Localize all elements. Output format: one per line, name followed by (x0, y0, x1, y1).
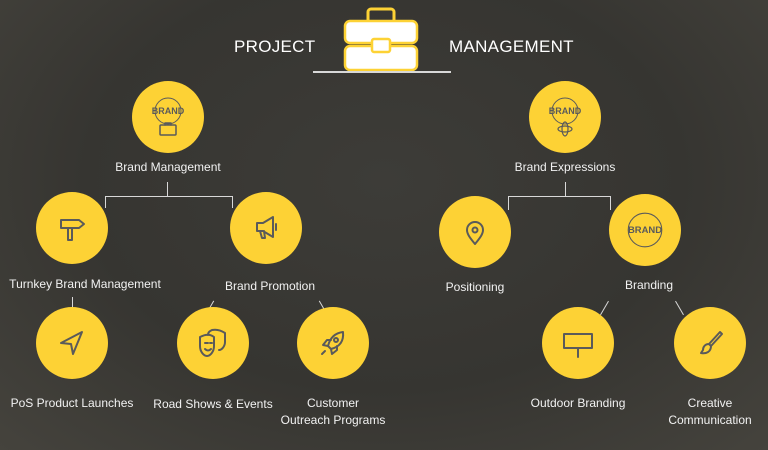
label-line: Creative (687, 396, 733, 410)
label-line: Outreach Programs (280, 413, 386, 427)
node-road-shows[interactable] (177, 307, 249, 379)
rocket-icon (321, 331, 345, 355)
connector (508, 196, 509, 210)
label-brand-expressions: Brand Expressions (514, 160, 616, 174)
node-positioning[interactable] (439, 196, 511, 268)
connector (72, 297, 73, 308)
svg-text:BRAND: BRAND (152, 106, 185, 116)
node-brand-expressions[interactable]: BRAND (529, 81, 601, 153)
label-branding: Branding (624, 278, 674, 292)
connector (600, 300, 609, 316)
connector (565, 182, 566, 196)
svg-text:BRAND: BRAND (549, 106, 582, 116)
node-brand-promotion[interactable] (230, 192, 302, 264)
paintbrush-icon (700, 331, 723, 355)
node-branding[interactable]: BRAND (609, 194, 681, 266)
map-pin-icon (466, 221, 484, 245)
label-outdoor-branding: Outdoor Branding (530, 396, 626, 410)
billboard-icon (563, 333, 593, 358)
node-creative-communication[interactable] (674, 307, 746, 379)
node-outdoor-branding[interactable] (542, 307, 614, 379)
brand-badge-icon: BRAND (627, 212, 663, 248)
label-turnkey: Turnkey Brand Management (9, 277, 161, 291)
title-project: PROJECT (234, 37, 316, 56)
connector (508, 196, 610, 197)
label-line: Customer (306, 396, 359, 410)
label-road-shows: Road Shows & Events (153, 397, 273, 411)
label-brand-promotion: Brand Promotion (224, 279, 316, 293)
brand-badge-atom-icon: BRAND (549, 97, 582, 137)
label-pos: PoS Product Launches (10, 396, 134, 410)
briefcase-icon (343, 7, 419, 72)
connector (105, 196, 232, 197)
theater-masks-icon (199, 328, 226, 357)
node-brand-management[interactable]: BRAND (132, 81, 204, 153)
brand-badge-briefcase-icon: BRAND (152, 97, 185, 136)
navigation-arrow-icon (60, 331, 83, 355)
connector (232, 196, 233, 208)
connector (105, 196, 106, 208)
svg-text:BRAND: BRAND (628, 225, 662, 236)
node-pos-product-launches[interactable] (36, 307, 108, 379)
label-line: Communication (668, 413, 752, 427)
connector (675, 300, 684, 316)
signpost-icon (60, 219, 85, 241)
label-positioning: Positioning (445, 280, 505, 294)
title-underline (313, 71, 451, 73)
megaphone-icon (256, 216, 277, 239)
node-turnkey-brand-management[interactable] (36, 192, 108, 264)
connector (167, 182, 168, 196)
node-customer-outreach[interactable] (297, 307, 369, 379)
connector (610, 196, 611, 210)
title-management: MANAGEMENT (449, 37, 574, 56)
label-brand-management: Brand Management (115, 160, 221, 174)
